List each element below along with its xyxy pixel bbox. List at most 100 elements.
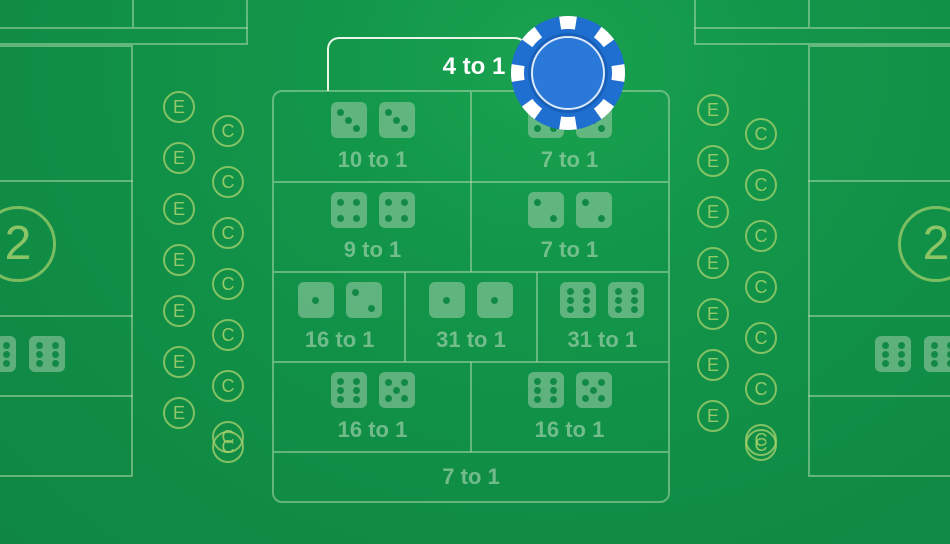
die-pip <box>881 350 889 358</box>
die-face-6-icon <box>330 372 367 408</box>
die-pip <box>897 350 905 358</box>
die-pip <box>897 341 905 349</box>
craps-marker[interactable]: C <box>212 319 244 351</box>
prop-bet-odds: 16 to 1 <box>534 417 605 442</box>
left-top-box <box>0 0 248 45</box>
chip-graphic <box>511 15 625 130</box>
prop-bet-cell[interactable]: 16 to 1 <box>274 362 471 452</box>
prop-bet-cell[interactable]: 31 to 1 <box>537 272 668 362</box>
active-bet-label: 4 to 1 <box>442 53 506 80</box>
prop-bet-cell[interactable]: 10 to 1 <box>274 92 471 182</box>
prop-bet-odds: 16 to 1 <box>304 327 375 352</box>
die-pip <box>51 359 59 367</box>
die-pip <box>566 287 574 295</box>
eleven-marker[interactable]: E <box>163 346 195 378</box>
die-pip <box>353 198 360 206</box>
die-face-6-icon <box>608 282 645 318</box>
die-pip <box>345 116 352 124</box>
craps-marker[interactable]: C <box>212 370 244 402</box>
die-pip <box>51 350 59 358</box>
blue-casino-chip[interactable] <box>508 13 628 133</box>
craps-marker[interactable]: C <box>745 373 777 405</box>
die-pip <box>352 288 360 296</box>
die-pip <box>598 394 605 402</box>
craps-marker[interactable]: C <box>745 118 777 150</box>
right-side-hline-3 <box>808 395 950 397</box>
chip-stripe <box>593 98 615 120</box>
eleven-marker[interactable]: E <box>697 145 729 177</box>
die-face-6-icon <box>0 336 16 372</box>
eleven-marker[interactable]: E <box>163 193 195 225</box>
die-pip <box>930 350 938 358</box>
chip-center <box>531 36 605 110</box>
die-face-6-icon <box>29 336 65 372</box>
eleven-marker[interactable]: E <box>163 142 195 174</box>
die-pip <box>630 287 638 295</box>
die-pip <box>401 124 408 132</box>
prop-bet-cell[interactable]: 7 to 1 <box>471 182 668 272</box>
chip-stripe <box>559 15 577 30</box>
eleven-marker[interactable]: E <box>163 244 195 276</box>
die-pip <box>337 198 344 206</box>
eleven-marker[interactable]: E <box>697 349 729 381</box>
eleven-marker[interactable]: E <box>697 196 729 228</box>
eleven-marker[interactable]: E <box>697 94 729 126</box>
die-pip <box>534 124 541 132</box>
die-face-5-icon <box>575 372 612 408</box>
right-side-hline-1 <box>808 180 950 182</box>
die-pip <box>582 296 590 304</box>
die-pip <box>337 108 344 116</box>
eleven-marker[interactable]: E <box>163 91 195 123</box>
prop-bet-cell[interactable]: 9 to 1 <box>274 182 471 272</box>
die-pip <box>946 359 950 367</box>
craps-marker[interactable]: C <box>745 220 777 252</box>
die-face-2-icon <box>527 192 564 228</box>
die-pip <box>534 198 541 206</box>
die-pip <box>353 377 360 385</box>
die-pip <box>881 359 889 367</box>
craps-marker[interactable]: C <box>212 115 244 147</box>
craps-marker[interactable]: C <box>212 431 244 463</box>
die-pip <box>614 296 622 304</box>
die-face-6-icon <box>875 336 911 372</box>
any-seven-cell[interactable]: 7 to 1 <box>274 452 668 501</box>
die-pip <box>582 287 590 295</box>
eleven-marker[interactable]: E <box>163 295 195 327</box>
craps-marker[interactable]: C <box>745 429 777 461</box>
die-face-6-icon <box>560 282 597 318</box>
eleven-marker[interactable]: E <box>697 298 729 330</box>
grid-row-divider <box>274 271 668 273</box>
prop-bet-cell[interactable]: 31 to 1 <box>405 272 536 362</box>
die-pip <box>353 124 360 132</box>
any-seven-odds: 7 to 1 <box>442 464 500 489</box>
prop-bet-odds: 9 to 1 <box>343 237 402 262</box>
craps-marker[interactable]: C <box>745 169 777 201</box>
die-pip <box>51 341 59 349</box>
die-pip <box>401 214 408 222</box>
prop-bet-odds: 31 to 1 <box>567 327 638 352</box>
eleven-marker[interactable]: E <box>163 397 195 429</box>
die-face-3-icon <box>330 102 367 138</box>
right-side-hline-2 <box>808 315 950 317</box>
craps-marker[interactable]: C <box>212 268 244 300</box>
die-pip <box>385 378 392 386</box>
chip-stripe <box>559 116 577 130</box>
craps-marker[interactable]: C <box>745 271 777 303</box>
craps-marker[interactable]: C <box>212 166 244 198</box>
left-side-panel <box>0 45 133 477</box>
left-top-divider <box>132 0 134 27</box>
left-side-hline-3 <box>0 395 133 397</box>
craps-marker[interactable]: C <box>745 322 777 354</box>
prop-bet-cell[interactable]: 16 to 1 <box>274 272 405 362</box>
prop-bet-cell[interactable]: 16 to 1 <box>471 362 668 452</box>
craps-marker[interactable]: C <box>212 217 244 249</box>
die-pip <box>35 350 43 358</box>
prop-bet-odds: 10 to 1 <box>337 147 408 172</box>
eleven-marker[interactable]: E <box>697 400 729 432</box>
die-pip <box>534 395 541 403</box>
die-pip <box>614 287 622 295</box>
active-bet-tab[interactable]: 4 to 1 <box>327 37 527 91</box>
die-pip <box>393 116 400 124</box>
eleven-marker[interactable]: E <box>697 247 729 279</box>
